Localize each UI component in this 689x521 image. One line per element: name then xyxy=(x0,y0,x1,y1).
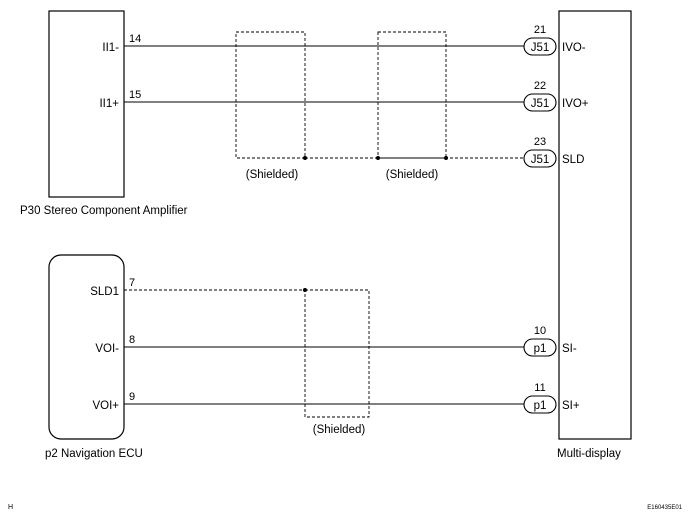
pin-number: 7 xyxy=(129,277,135,289)
amplifier-box xyxy=(48,10,125,198)
signal-name: SI+ xyxy=(562,400,580,412)
pin-number: 10 xyxy=(534,325,546,337)
connector-name: J51 xyxy=(531,98,550,110)
connector-j51-23 xyxy=(523,149,557,168)
multi-display-box xyxy=(558,10,632,440)
junction-dot xyxy=(376,156,380,160)
connector-name: p1 xyxy=(534,343,547,355)
pin-number: 21 xyxy=(534,24,546,36)
junction-dot xyxy=(303,288,307,292)
connector-p1-11 xyxy=(523,395,557,414)
shield-box-2 xyxy=(377,31,447,159)
signal-name: SLD1 xyxy=(90,286,119,298)
corner-mark: H xyxy=(8,504,13,511)
pin-number: 14 xyxy=(129,33,141,45)
signal-name: IVO+ xyxy=(562,98,589,110)
connector-name: J51 xyxy=(531,154,550,166)
connector-name: J51 xyxy=(531,42,550,54)
pin-number: 8 xyxy=(129,334,135,346)
shield-box-3 xyxy=(304,289,370,418)
pin-number: 9 xyxy=(129,391,135,403)
junction-dot xyxy=(303,156,307,160)
signal-name: IVO- xyxy=(562,42,586,54)
figure-code: E160435E01 xyxy=(647,505,682,511)
pin-number: 11 xyxy=(534,382,545,394)
signal-name: VOI- xyxy=(95,343,119,355)
signal-name: VOI+ xyxy=(92,400,119,412)
pin-number: 23 xyxy=(534,136,546,148)
shield-box-1 xyxy=(235,31,306,159)
signal-name: II1+ xyxy=(99,98,119,110)
pin-number: 15 xyxy=(129,89,141,101)
navigation-ecu-label: p2 Navigation ECU xyxy=(45,448,143,460)
shield-label: (Shielded) xyxy=(386,169,439,181)
connector-name: p1 xyxy=(534,400,547,412)
shield-label: (Shielded) xyxy=(313,424,366,436)
pin-number: 22 xyxy=(534,80,546,92)
connector-j51-22 xyxy=(523,93,557,112)
shield-label: (Shielded) xyxy=(246,169,299,181)
connector-j51-21 xyxy=(523,37,557,56)
amplifier-label: P30 Stereo Component Amplifier xyxy=(20,205,188,217)
multi-display-label: Multi-display xyxy=(557,448,621,460)
signal-name: SLD xyxy=(562,154,584,166)
signal-name: SI- xyxy=(562,343,577,355)
connector-p1-10 xyxy=(523,338,557,357)
signal-name: II1- xyxy=(102,42,119,54)
junction-dot xyxy=(444,156,448,160)
